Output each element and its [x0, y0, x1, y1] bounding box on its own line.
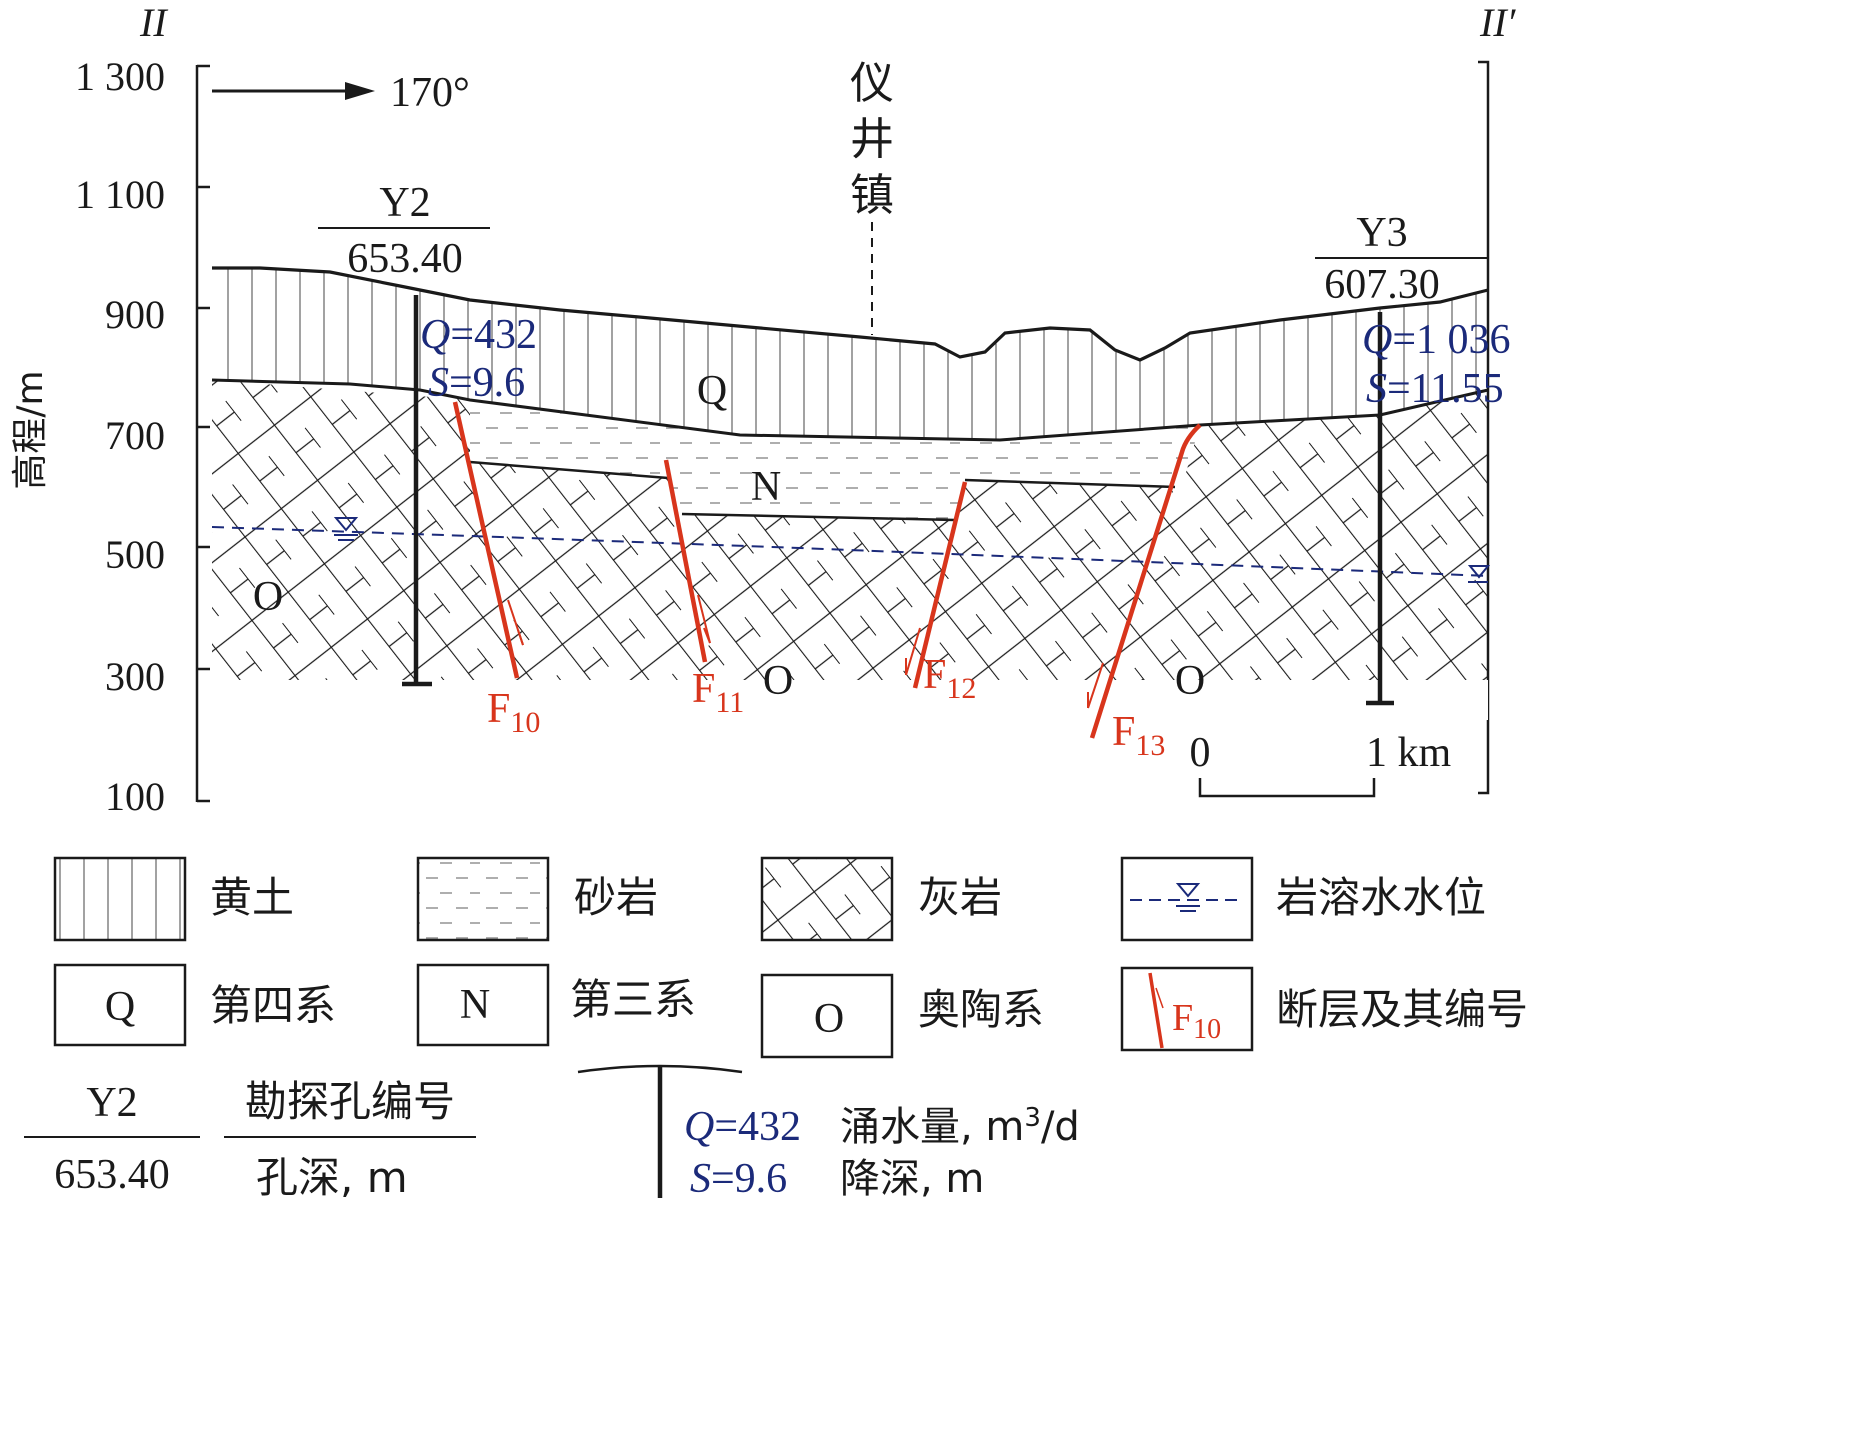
legend-tertiary-symbol: N — [460, 982, 490, 1028]
fault-letter: F — [923, 652, 946, 698]
legend-borehole: Y2 653.40 勘探孔编号 孔深, m — [24, 1077, 476, 1202]
legend-quaternary: Q 第四系 — [53, 963, 336, 1047]
fault-f10 — [452, 401, 524, 679]
fault-label-f13: F13 — [1112, 709, 1165, 762]
legend-loess-label: 黄土 — [210, 873, 294, 922]
fault-label-f11: F11 — [692, 666, 744, 719]
legend-borehole-depth-label: 孔深, m — [256, 1153, 408, 1202]
legend-tertiary-label: 第三系 — [570, 975, 696, 1024]
fault-number: 12 — [946, 672, 976, 705]
fault-letter: F — [692, 666, 715, 712]
legend-loess: 黄土 — [53, 856, 294, 942]
borehole-y2: Y2 653.40 Q=432 S=9.6 — [318, 180, 537, 687]
legend-karst-water: 岩溶水水位 — [1120, 856, 1486, 942]
legend-fault-symbol: F10 — [1172, 997, 1221, 1045]
yield-label-text: 涌水量, m — [840, 1104, 1024, 1150]
town-char-3: 镇 — [850, 170, 894, 221]
tick-label-900: 900 — [105, 292, 165, 337]
legend-ordovician-label: 奥陶系 — [918, 985, 1044, 1034]
borehole-y3: Y3 607.30 Q=1 036 S=11.55 — [1315, 210, 1511, 706]
fault-label-f10: F10 — [487, 686, 540, 739]
legend-borehole-id-label: 勘探孔编号 — [245, 1077, 455, 1126]
borehole-id: Y2 — [379, 180, 430, 226]
fault-letter: F — [1112, 709, 1135, 755]
legend: 黄土 砂岩 灰岩 岩溶水水位 Q 第四系 N 第三系 — [24, 856, 1528, 1202]
tick-label-500: 500 — [105, 532, 165, 577]
legend-limestone-label: 灰岩 — [918, 873, 1002, 922]
formation-label-o-3: O — [1175, 658, 1205, 704]
legend-drawdown-sample: S=9.6 — [690, 1156, 787, 1202]
legend-karst-water-label: 岩溶水水位 — [1276, 873, 1486, 922]
fault-number: 10 — [510, 706, 540, 739]
town-char-1: 仪 — [850, 58, 894, 109]
legend-quaternary-symbol: Q — [105, 984, 135, 1030]
borehole-drawdown: S=9.6 — [428, 360, 525, 406]
loess-layer — [211, 266, 1489, 442]
elevation-axis: 1 300 1 100 900 700 500 300 100 高程/m — [10, 54, 210, 819]
direction-label: 170° — [390, 70, 470, 116]
legend-fault: F10 断层及其编号 — [1120, 966, 1528, 1052]
tick-label-300: 300 — [105, 654, 165, 699]
fault-number: 10 — [1193, 1014, 1221, 1045]
profile-start-label: II — [139, 0, 168, 45]
fault-f11 — [663, 459, 711, 663]
legend-ordovician-symbol: O — [814, 996, 844, 1042]
borehole-depth: 607.30 — [1324, 262, 1440, 308]
formation-label-o-2: O — [763, 658, 793, 704]
fault-label-f12: F12 — [923, 652, 976, 705]
tick-label-1300: 1 300 — [75, 54, 165, 99]
scale-bar: 0 1 km — [1190, 730, 1452, 798]
legend-tertiary: N 第三系 — [416, 963, 696, 1047]
y-axis-label: 高程/m — [10, 370, 51, 489]
legend-drawdown-label: 降深, m — [840, 1156, 984, 1202]
borehole-drawdown: S=11.55 — [1366, 366, 1504, 412]
formation-label-o-1: O — [253, 574, 283, 620]
legend-sandstone-label: 砂岩 — [574, 873, 658, 922]
fault-letter: F — [1172, 997, 1193, 1039]
borehole-id: Y3 — [1356, 210, 1407, 256]
drawdown-value: =9.6 — [449, 360, 525, 406]
tick-label-100: 100 — [105, 774, 165, 819]
town-char-2: 井 — [850, 114, 894, 165]
formation-label-q: Q — [697, 368, 727, 414]
legend-quaternary-label: 第四系 — [210, 981, 336, 1030]
legend-borehole-depth: 653.40 — [54, 1152, 170, 1198]
formation-label-n: N — [751, 464, 781, 510]
scale-zero: 0 — [1190, 730, 1211, 776]
tick-label-1100: 1 100 — [75, 172, 165, 217]
borehole-yield: Q=432 — [420, 312, 537, 358]
legend-ordovician: O 奥陶系 — [760, 973, 1044, 1059]
yield-value: =1 036 — [1392, 317, 1510, 363]
borehole-depth: 653.40 — [347, 236, 463, 282]
tick-label-700: 700 — [105, 413, 165, 458]
profile-end-label: II′ — [1479, 0, 1517, 45]
legend-limestone: 灰岩 — [760, 856, 1002, 942]
legend-yield-label: 涌水量, m3/d — [840, 1103, 1080, 1150]
legend-fault-label: 断层及其编号 — [1276, 985, 1528, 1034]
yield-value: =432 — [450, 312, 537, 358]
borehole-yield: Q=1 036 — [1362, 317, 1511, 363]
legend-sandstone: 砂岩 — [416, 856, 658, 942]
town-label: 仪 井 镇 — [850, 58, 894, 335]
fault-number: 11 — [715, 686, 744, 719]
sandstone-layer — [469, 400, 1200, 522]
fault-number: 13 — [1135, 729, 1165, 762]
karst-water-table — [211, 517, 1491, 583]
fault-f13 — [1087, 423, 1202, 739]
yield-value: =432 — [714, 1104, 801, 1150]
direction-arrow — [212, 82, 375, 100]
drawdown-value: =11.55 — [1387, 366, 1504, 412]
drawdown-value: =9.6 — [711, 1156, 787, 1202]
legend-borehole-id: Y2 — [86, 1080, 137, 1126]
scale-one: 1 km — [1366, 730, 1452, 776]
legend-yield: Q=432 S=9.6 涌水量, m3/d 降深, m — [577, 1064, 1080, 1202]
fault-f12 — [905, 481, 968, 689]
legend-yield-sample: Q=432 — [684, 1104, 801, 1150]
yield-unit: /d — [1041, 1104, 1080, 1150]
fault-letter: F — [487, 686, 510, 732]
